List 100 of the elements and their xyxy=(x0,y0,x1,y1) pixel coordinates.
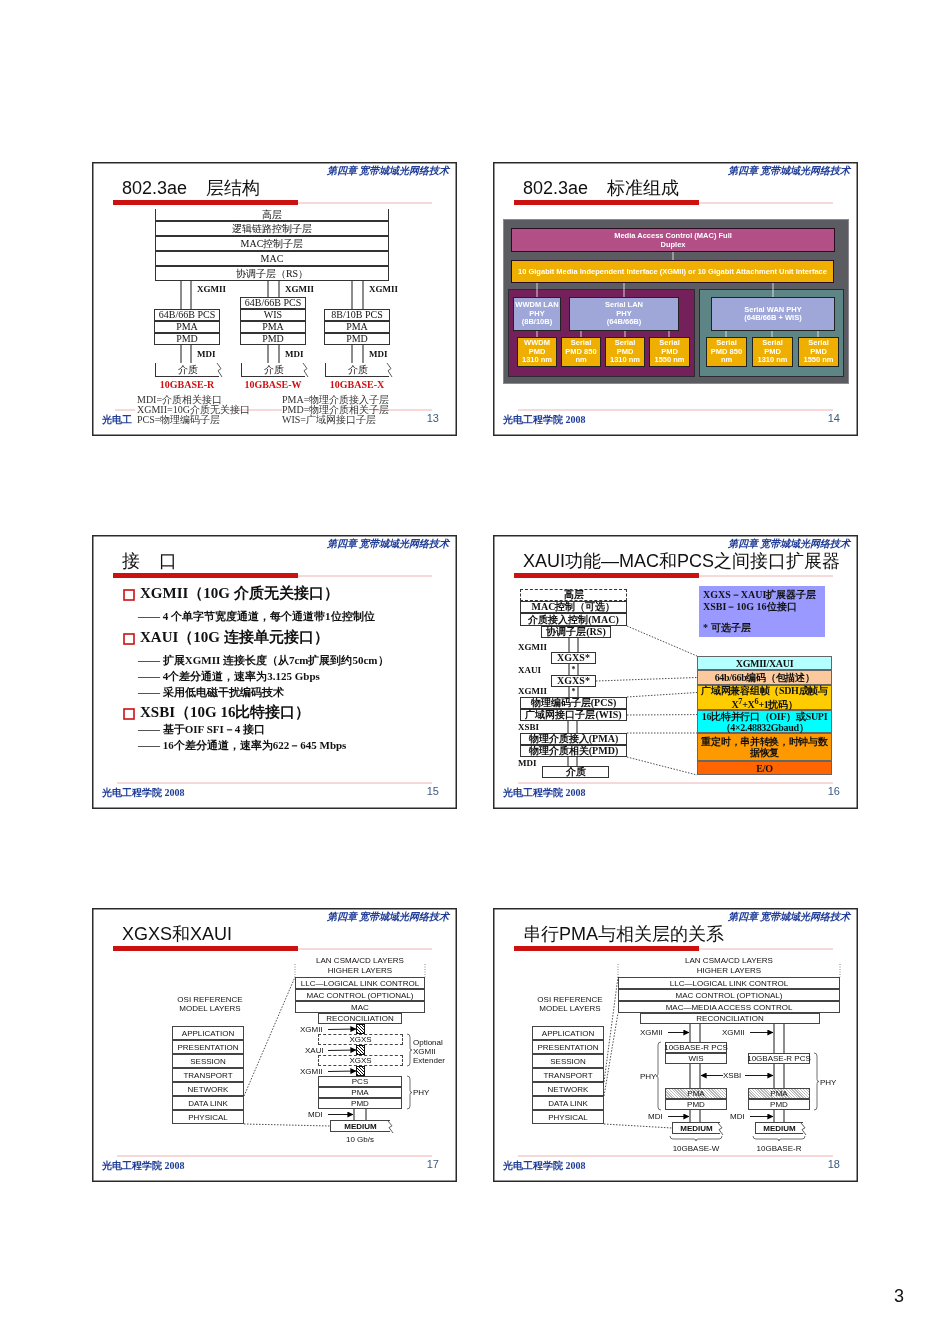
box-label: 64B/66B PCS xyxy=(244,298,302,308)
box-label: MAC—MEDIA ACCESS CONTROL xyxy=(665,1002,793,1012)
layer-box xyxy=(154,309,220,321)
layer-box xyxy=(551,652,596,664)
connector-line xyxy=(672,251,674,261)
interface-label: XGMII xyxy=(518,686,547,696)
abbreviation-note: PCS=物理编码子层 xyxy=(137,415,221,425)
osi-layer-box xyxy=(532,1026,604,1040)
box-label: PMD xyxy=(351,1099,369,1108)
box-label: 广域网兼容组帧（SDH成帧与X$^{7}$+X$^{6}$+1扰码） xyxy=(700,684,829,711)
double-line-connector xyxy=(773,1063,785,1089)
box-label: NETWORK xyxy=(547,1084,589,1094)
box-label: 重定时，串并转换，时钟与数据恢复 xyxy=(700,736,829,758)
interface-label: MDI xyxy=(648,1112,668,1121)
layer-box xyxy=(295,1001,425,1013)
double-line-connector xyxy=(567,756,578,767)
osi-layer-box xyxy=(532,1068,604,1082)
layer-box xyxy=(324,333,390,345)
box-label: 介质 xyxy=(565,767,586,777)
osi-layer-box xyxy=(532,1110,604,1124)
standard-label: 10GBASE-W xyxy=(243,379,303,390)
layer-box xyxy=(520,589,627,601)
double-line-connector xyxy=(689,1109,701,1123)
layer-box xyxy=(665,1099,727,1110)
osi-layer-box xyxy=(532,1054,604,1068)
optional-layer-box xyxy=(318,1034,403,1045)
double-line-connector xyxy=(351,344,364,364)
box-label: 64B/66B PCS xyxy=(158,310,216,320)
box-label: * 可选子层 xyxy=(703,622,752,634)
diagram-caption: LAN CSMA/CD LAYERS xyxy=(315,956,405,965)
edge-label: XGMII xyxy=(368,284,399,294)
double-line-connector xyxy=(773,1023,785,1054)
box-label: 高层 xyxy=(563,590,584,600)
layer-box xyxy=(318,1087,402,1098)
box-label: 64b/66b编码（包描述） xyxy=(714,672,815,683)
layer-box xyxy=(155,221,389,236)
layer-box xyxy=(520,601,627,613)
slide-frame xyxy=(92,535,457,809)
edge-label: MDI xyxy=(196,349,217,359)
slide-title: 串行PMA与相关层的关系 xyxy=(523,923,724,946)
box-label: 16比特并行口（OIF）或SUPI（4×2.48832Gbaud） xyxy=(700,710,829,733)
dotted-connector xyxy=(603,1123,673,1129)
layer-box xyxy=(155,266,389,281)
osi-layer-box xyxy=(172,1096,244,1110)
box-label: PMA xyxy=(770,1089,788,1098)
double-line-connector xyxy=(689,1023,701,1043)
slide-title: XGXS和XAUI xyxy=(122,923,233,946)
diagram-caption: Optional XGMII Extender xyxy=(413,1038,447,1065)
slide-title: 802.3ae 标准组成 xyxy=(523,177,680,200)
slide-footer: 光电工程学院 2008 xyxy=(503,1159,586,1173)
box-label: 介质 xyxy=(177,364,198,375)
box-label: NETWORK xyxy=(187,1084,229,1094)
chapter-header: 第四章 宽带城域光网络技术 xyxy=(326,537,449,551)
layer-box xyxy=(520,697,627,709)
slide-footer: 光电工 xyxy=(102,413,132,427)
diagram-caption: PHY xyxy=(820,1078,838,1087)
mac-layer-bar xyxy=(511,228,835,252)
box-label: MAC CONTROL (OPTIONAL) xyxy=(306,990,414,1000)
bullet-text: —— 4 个单字节宽度通道，每个通道带1位控制位 xyxy=(138,610,375,623)
connector-line xyxy=(817,330,819,338)
bullet-text: —— 采用低电磁干扰编码技术 xyxy=(138,686,284,699)
hatched-connector xyxy=(356,1066,365,1076)
osi-layer-box xyxy=(532,1096,604,1110)
chapter-header: 第四章 宽带城域光网络技术 xyxy=(727,537,850,551)
abbreviation-note: XGMII=10G介质无关接口 xyxy=(137,405,250,415)
diagram-caption: HIGHER LAYERS xyxy=(326,966,394,975)
dotted-connector xyxy=(603,976,619,1083)
box-label: PMA xyxy=(262,322,284,332)
connector-line xyxy=(772,282,774,298)
function-bar xyxy=(697,670,832,685)
osi-layer-box xyxy=(172,1040,244,1054)
box-label: APPLICATION xyxy=(541,1028,595,1038)
double-line-connector xyxy=(353,1108,367,1121)
connector-line xyxy=(580,330,582,338)
dotted-connector xyxy=(626,732,698,734)
interface-label: MDI xyxy=(308,1110,328,1119)
slide-title: 802.3ae 层结构 xyxy=(122,177,261,200)
layer-box xyxy=(542,766,609,778)
box-label: MEDIUM xyxy=(680,1123,713,1133)
phy-box xyxy=(711,297,835,331)
connector-line xyxy=(725,330,727,338)
diagram-caption: OSI REFERENCE MODEL LAYERS xyxy=(176,995,244,1013)
layer-box xyxy=(240,297,306,309)
box-label: RECONCILIATION xyxy=(326,1014,394,1023)
box-label: MEDIUM xyxy=(763,1123,796,1133)
standard-label: 10 Gb/s xyxy=(345,1135,375,1144)
phy-group-panel xyxy=(508,289,695,377)
layer-box xyxy=(155,236,389,251)
layer-box xyxy=(541,626,611,638)
optional-layer-box xyxy=(318,1055,403,1066)
connector-line xyxy=(623,282,625,298)
box-label: MEDIUM xyxy=(344,1121,377,1131)
dotted-connector xyxy=(603,1012,619,1097)
box-label: 介质接入控制(MAC) xyxy=(528,614,619,625)
diagram-caption: PHY xyxy=(640,1072,658,1081)
dotted-connector xyxy=(595,677,698,682)
box-label: LLC—LOGICAL LINK CONTROL xyxy=(300,978,420,988)
box-label: 介质 xyxy=(263,364,284,375)
edge-label: MDI xyxy=(368,349,389,359)
interface-label: MDI xyxy=(518,758,537,768)
